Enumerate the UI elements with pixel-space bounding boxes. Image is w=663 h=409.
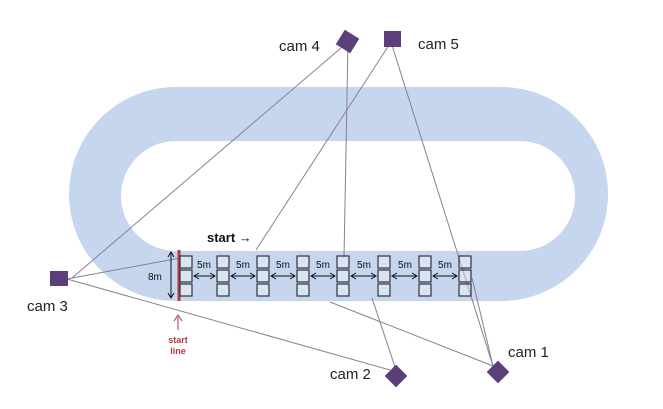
camera-icon — [335, 29, 360, 54]
sight-line — [66, 257, 181, 280]
sight-line — [371, 297, 397, 371]
camera-label-cam-2: cam 2 — [330, 366, 371, 383]
start-line-label: start — [168, 335, 188, 345]
station — [458, 255, 472, 297]
station — [296, 255, 310, 297]
station — [179, 255, 193, 297]
height-arrowhead-top — [167, 251, 175, 258]
camera-icon — [384, 31, 401, 47]
camera-icon — [486, 360, 510, 384]
sight-line — [66, 278, 391, 371]
spacing-arrows — [193, 272, 458, 280]
camera-icon — [384, 364, 408, 388]
sight-line — [390, 41, 494, 367]
spacing-label: 5m — [438, 260, 452, 271]
station — [377, 255, 391, 297]
sight-line — [71, 41, 349, 279]
spacing-label: 5m — [398, 260, 412, 271]
camera-label-cam-5: cam 5 — [418, 36, 459, 53]
start-line-label: line — [170, 346, 186, 356]
height-arrowhead-bottom — [167, 292, 175, 299]
running-track — [69, 87, 608, 301]
camera-label-cam-1: cam 1 — [508, 344, 549, 361]
station — [418, 255, 432, 297]
sight-line — [329, 301, 494, 367]
spacing-label: 5m — [316, 260, 330, 271]
spacing-label: 5m — [357, 260, 371, 271]
start-label: start → — [207, 230, 252, 245]
start-line-arrowhead — [173, 314, 183, 322]
lane-stations — [179, 255, 472, 297]
station — [256, 255, 270, 297]
station — [216, 255, 230, 297]
sight-line — [471, 277, 494, 367]
spacing-label: 5m — [276, 260, 290, 271]
spacing-label: 5m — [236, 260, 250, 271]
camera-label-cam-4: cam 4 — [279, 38, 320, 55]
camera-label-cam-3: cam 3 — [27, 298, 68, 315]
sight-line — [255, 41, 392, 251]
cameras — [50, 29, 510, 388]
height-label: 8m — [148, 272, 162, 283]
station — [336, 255, 350, 297]
spacing-label: 5m — [197, 260, 211, 271]
camera-sight-lines — [66, 41, 494, 371]
camera-icon — [50, 271, 68, 286]
sight-line — [343, 41, 349, 259]
